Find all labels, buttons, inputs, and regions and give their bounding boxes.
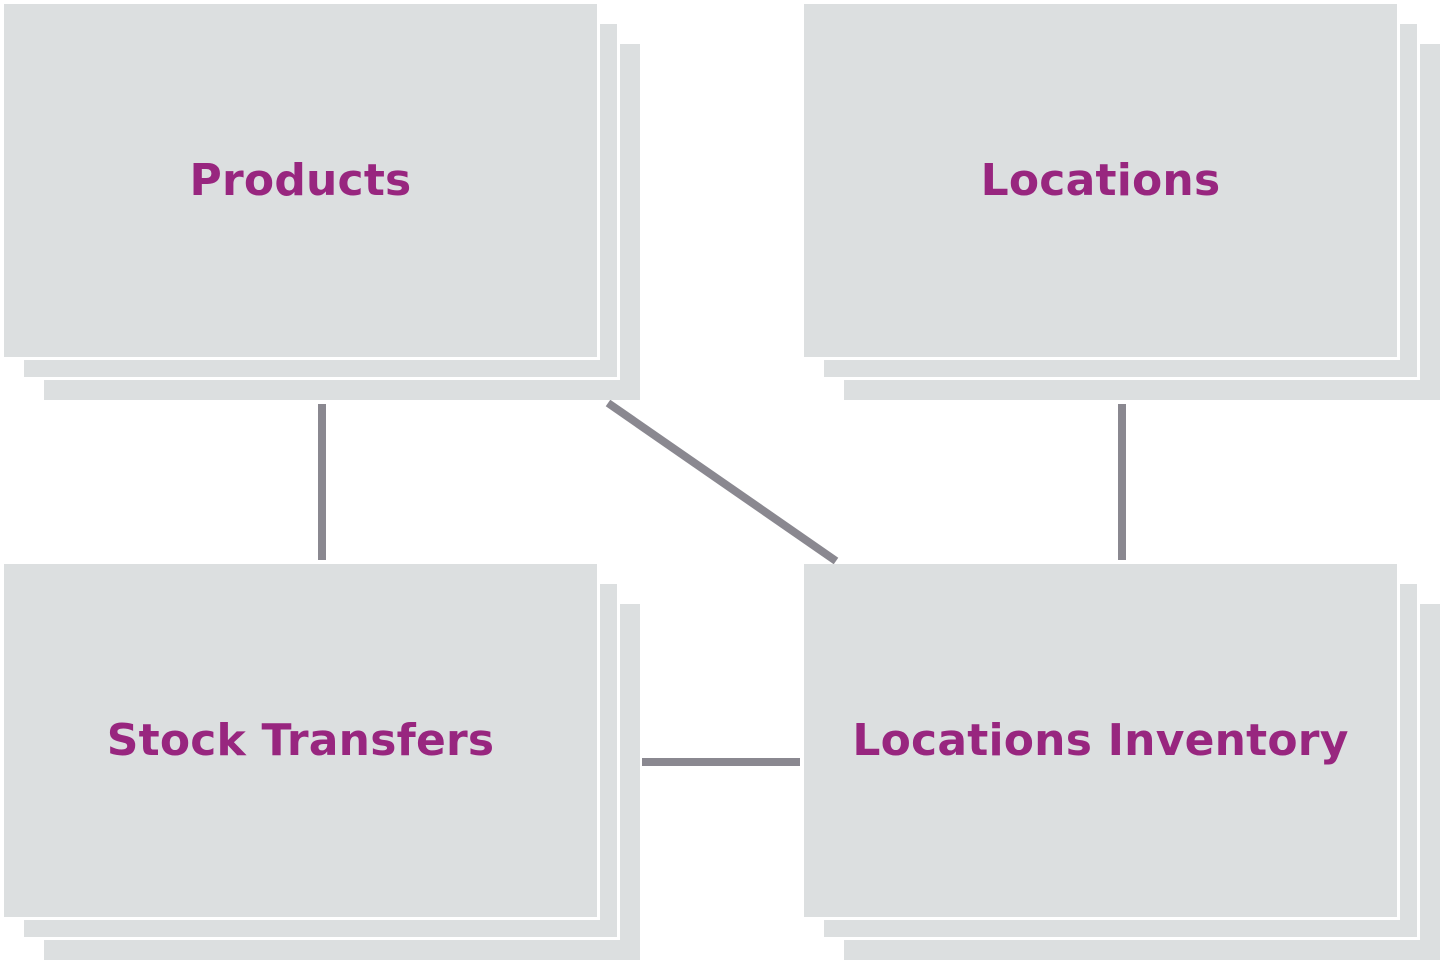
connector-products-locations-inventory [605,399,839,565]
entity-box-front: Stock Transfers [4,564,600,920]
entity-stock-transfers[interactable]: Stock Transfers [4,564,640,960]
entity-box-front: Locations Inventory [804,564,1400,920]
entity-label-locations: Locations [980,155,1221,206]
entity-box-front: Locations [804,4,1400,360]
entity-locations[interactable]: Locations [804,4,1440,400]
entity-products[interactable]: Products [4,4,640,400]
entity-label-products: Products [189,155,412,206]
entity-locations-inventory[interactable]: Locations Inventory [804,564,1440,960]
entity-label-stock-transfers: Stock Transfers [106,715,495,766]
entity-box-front: Products [4,4,600,360]
entity-label-locations-inventory: Locations Inventory [852,715,1349,766]
